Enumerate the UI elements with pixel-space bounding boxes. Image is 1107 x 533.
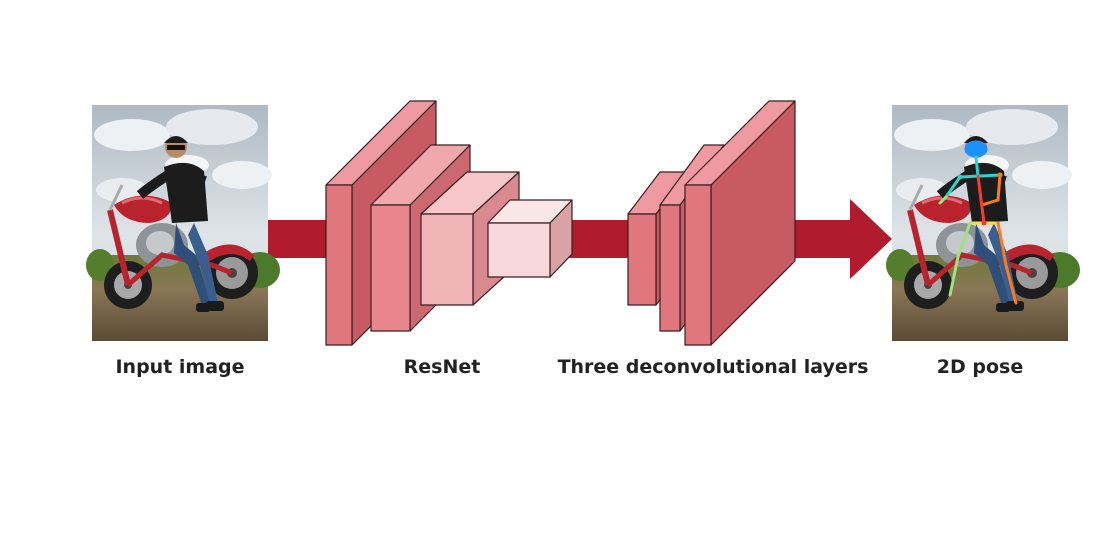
pose-skeleton (938, 140, 1018, 305)
deconv-label: Three deconvolutional layers (557, 356, 869, 378)
deconv-layer-3 (684, 100, 796, 346)
pose-label: 2D pose (936, 356, 1024, 378)
input-image (86, 105, 280, 341)
pose-image (886, 105, 1080, 341)
resnet-block-4 (487, 199, 573, 278)
pipeline-arrow-head (850, 199, 892, 279)
resnet-label: ResNet (403, 356, 481, 378)
input-image-label: Input image (115, 356, 245, 378)
